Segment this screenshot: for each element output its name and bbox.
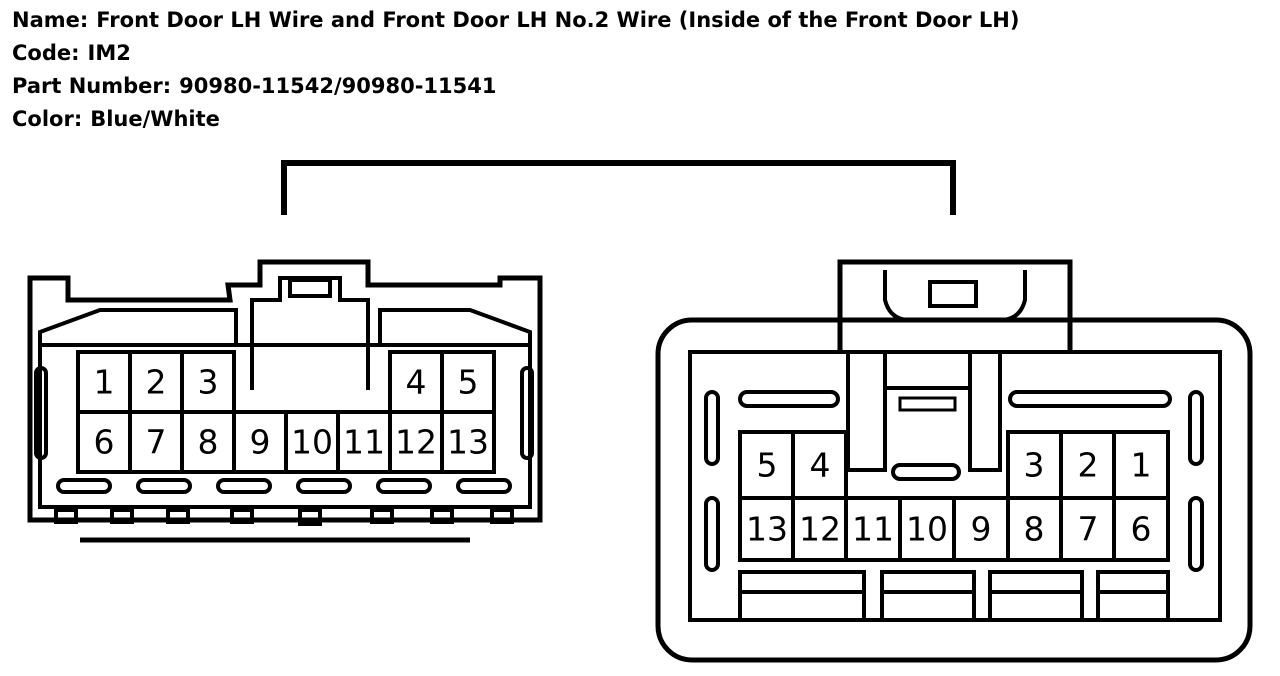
left-pin-label: 3 — [198, 363, 219, 402]
color-row: Color: Blue/White — [12, 103, 1019, 136]
right-slot-top-right — [1008, 390, 1172, 408]
right-latch-small-tab — [898, 396, 957, 412]
left-pin-label: 8 — [198, 423, 219, 462]
left-bottom-slots — [56, 478, 512, 494]
left-bottom-teeth — [54, 508, 514, 526]
code-row: Code: IM2 — [12, 37, 1019, 70]
right-slot-top-left — [738, 390, 840, 408]
part-number-value: 90980-11542/90980-11541 — [179, 74, 497, 98]
code-value: IM2 — [87, 41, 131, 65]
code-label: Code: — [12, 41, 80, 65]
right-pin-label: 4 — [810, 446, 831, 485]
left-pin-label: 9 — [250, 423, 271, 462]
left-connector — [27, 259, 543, 543]
left-pin-label: 10 — [291, 423, 333, 462]
right-pin-grid — [738, 430, 1170, 562]
right-pin-label: 11 — [852, 510, 894, 549]
right-pin-label: 1 — [1131, 446, 1152, 485]
right-side-slot-left-1 — [704, 390, 720, 466]
left-pin-label: 13 — [447, 423, 489, 462]
left-pin-label: 6 — [94, 423, 115, 462]
right-inner-body — [688, 350, 1222, 622]
left-pin-label: 5 — [458, 363, 479, 402]
left-pin-labels: 1 2 3 4 5 6 7 8 9 10 11 12 13 — [94, 363, 490, 462]
right-hood-inner — [883, 270, 1027, 322]
right-pin-label: 5 — [757, 446, 778, 485]
name-value: Front Door LH Wire and Front Door LH No.… — [96, 8, 1020, 32]
part-number-row: Part Number: 90980-11542/90980-11541 — [12, 70, 1019, 103]
left-inner-frame — [38, 308, 532, 345]
right-pin-label: 2 — [1078, 446, 1099, 485]
left-housing-outline — [27, 259, 543, 523]
right-pin-label: 8 — [1024, 510, 1045, 549]
left-side-slot-left — [34, 366, 48, 460]
left-pin-label: 2 — [146, 363, 167, 402]
right-pin-label: 10 — [906, 510, 948, 549]
right-pin-label: 3 — [1024, 446, 1045, 485]
right-side-slot-left-2 — [704, 496, 720, 572]
right-pin-label: 9 — [971, 510, 992, 549]
right-pin-labels: 5 4 3 2 1 13 12 11 10 9 8 7 6 — [746, 446, 1152, 549]
right-latch-right — [968, 352, 1002, 472]
color-label: Color: — [12, 107, 83, 131]
name-label: Name: — [12, 8, 89, 32]
left-pin-label: 4 — [406, 363, 427, 402]
right-slot-center — [891, 463, 961, 481]
right-connector — [655, 259, 1253, 663]
right-pin-label: 13 — [746, 510, 788, 549]
right-pin-label: 6 — [1131, 510, 1152, 549]
left-pin-label: 7 — [146, 423, 167, 462]
right-top-hood — [837, 259, 1073, 352]
right-pin-label: 7 — [1078, 510, 1099, 549]
left-pin-grid — [76, 350, 496, 474]
left-pin-label: 12 — [395, 423, 437, 462]
connector-info: Name: Front Door LH Wire and Front Door L… — [12, 4, 1019, 136]
left-pin-label: 11 — [343, 423, 385, 462]
right-side-slot-right-2 — [1188, 496, 1204, 572]
name-row: Name: Front Door LH Wire and Front Door L… — [12, 4, 1019, 37]
color-value: Blue/White — [90, 107, 220, 131]
part-number-label: Part Number: — [12, 74, 172, 98]
right-hood-tab — [928, 280, 978, 308]
right-bottom-blocks — [738, 570, 1170, 622]
left-side-slot-right — [520, 366, 534, 460]
right-pin-label: 12 — [799, 510, 841, 549]
mating-bracket — [281, 160, 956, 215]
left-latch-tab — [288, 278, 332, 298]
left-pin-label: 1 — [94, 363, 115, 402]
right-side-slot-right-1 — [1188, 390, 1204, 466]
right-latch-left — [846, 352, 887, 472]
right-housing-outline — [655, 317, 1253, 663]
